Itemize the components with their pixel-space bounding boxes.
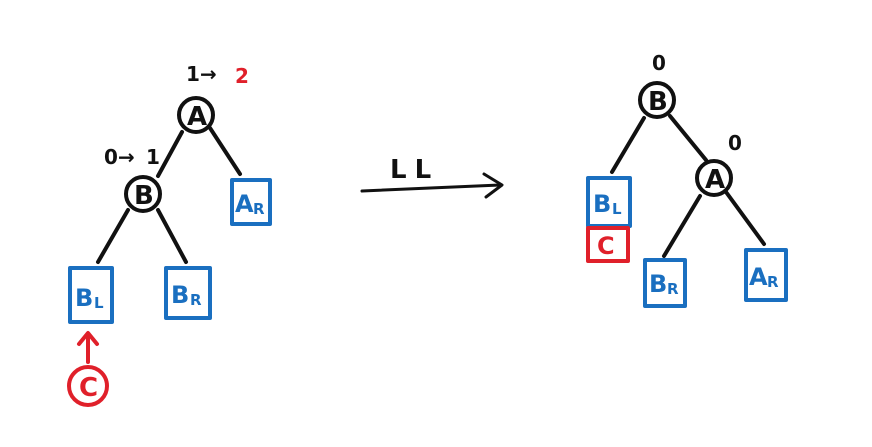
subtree-ar-sub: R [253, 200, 265, 218]
subtree-ar: A R [230, 178, 272, 226]
after-subtree-br-sub: R [667, 280, 679, 298]
subtree-br-main: B [171, 281, 189, 309]
subtree-bl: B L [68, 266, 114, 324]
subtree-ar-main: A [235, 190, 254, 218]
after-subtree-br: B R [643, 258, 687, 308]
balance-factor-a-new: 2 [235, 64, 249, 88]
balance-factor-b-old: 0 [104, 145, 118, 169]
node-b: B [124, 175, 162, 213]
subtree-br-box [164, 266, 212, 320]
after-inserted-block-c-box [586, 226, 630, 263]
after-edge-a-to-br [662, 194, 702, 258]
balance-factor-a-old: 1 [186, 62, 200, 86]
after-tree: 0 B 0 A B L C B R [586, 51, 788, 308]
balance-factor-b-new: 1 [146, 145, 160, 169]
inserted-node-c: C [67, 365, 109, 407]
after-subtree-bl-sub: L [612, 200, 622, 218]
insertion-arrow-head [77, 331, 99, 346]
rotation-label-ll: LL [390, 155, 439, 185]
balance-factor-b-arrow: → [118, 145, 135, 169]
after-node-b-circle [638, 81, 676, 119]
subtree-br: B R [164, 266, 212, 320]
after-edge-b-to-a [668, 114, 708, 162]
inserted-node-c-label: C [79, 373, 98, 403]
subtree-bl-sub: L [94, 294, 104, 312]
after-node-a-label: A [705, 165, 725, 195]
subtree-bl-box [68, 266, 114, 324]
rotation-arrow-head-icon [482, 172, 504, 199]
after-balance-factor-b: 0 [652, 51, 666, 75]
edge-a-to-ar [208, 126, 242, 176]
node-a-label: A [187, 102, 207, 132]
after-inserted-block-c: C [586, 226, 630, 263]
edge-a-to-b [156, 130, 184, 178]
rotation-operation: LL [360, 155, 504, 199]
after-subtree-ar-box [744, 248, 788, 302]
after-node-b-label: B [648, 87, 668, 117]
after-inserted-block-c-label: C [597, 232, 615, 260]
after-subtree-bl: B L [586, 176, 632, 228]
node-a: A [177, 96, 215, 134]
after-subtree-bl-main: B [593, 190, 611, 218]
balance-factor-a: 1 → 2 [186, 62, 249, 88]
after-subtree-br-box [643, 258, 687, 308]
after-edge-b-to-bl [610, 116, 646, 174]
subtree-bl-main: B [75, 284, 93, 312]
before-tree: 1 → 2 A 0 → 1 B A R B L [67, 62, 272, 407]
subtree-ar-box [230, 178, 272, 226]
edge-b-to-bl [96, 208, 130, 264]
after-subtree-ar-sub: R [767, 273, 779, 291]
after-subtree-ar: A R [744, 248, 788, 302]
after-node-b: B [638, 81, 676, 119]
node-b-label: B [134, 181, 154, 211]
after-balance-factor-a: 0 [728, 131, 742, 155]
after-node-a-circle [695, 159, 733, 197]
rotation-arrow-shaft [360, 183, 502, 193]
balance-factor-a-arrow: → [200, 62, 217, 86]
subtree-br-sub: R [190, 291, 202, 309]
insertion-arrow-icon [77, 331, 99, 364]
after-subtree-ar-main: A [749, 263, 768, 291]
after-subtree-br-main: B [649, 270, 667, 298]
after-node-a: A [695, 159, 733, 197]
balance-factor-b: 0 → 1 [104, 145, 160, 169]
node-a-circle [177, 96, 215, 134]
node-b-circle [124, 175, 162, 213]
after-edge-a-to-ar [724, 190, 766, 246]
inserted-node-c-circle [67, 365, 109, 407]
edge-b-to-br [156, 208, 188, 264]
